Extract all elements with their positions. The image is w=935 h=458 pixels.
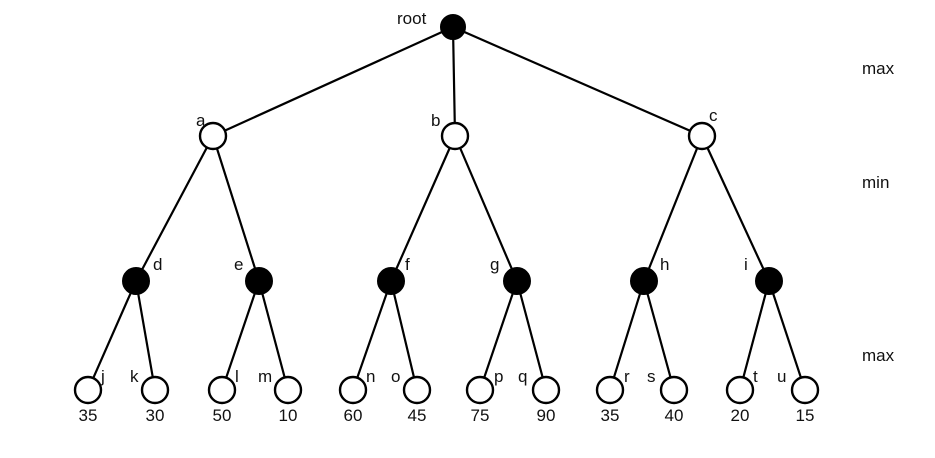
tree-edge-g-p (478, 279, 519, 392)
leaf-value-t: 20 (731, 406, 750, 425)
tree-node-s[interactable] (659, 375, 689, 405)
tree-node-e[interactable] (245, 267, 273, 295)
tree-edge-f-o (389, 279, 419, 392)
leaf-value-n: 60 (344, 406, 363, 425)
tree-edge-c-i (700, 134, 771, 283)
leaf-value-r: 35 (601, 406, 620, 425)
leaf-value-m: 10 (279, 406, 298, 425)
level-label-1-min: min (862, 173, 889, 192)
tree-edge-f-n (351, 279, 393, 392)
leaf-value-p: 75 (471, 406, 490, 425)
tree-edge-c-h (642, 134, 704, 283)
leaf-value-k: 30 (146, 406, 165, 425)
tree-edge-root-a (211, 25, 455, 138)
tree-node-k[interactable] (140, 375, 170, 405)
node-label-q: q (518, 367, 527, 386)
tree-node-b[interactable] (440, 121, 470, 151)
leaf-value-q: 90 (537, 406, 556, 425)
leaf-value-u: 15 (796, 406, 815, 425)
tree-node-l[interactable] (207, 375, 237, 405)
node-label-e: e (234, 255, 243, 274)
tree-edge-d-k (134, 279, 157, 392)
level-label-2-max: max (862, 346, 895, 365)
tree-node-i[interactable] (755, 267, 783, 295)
tree-edge-a-e (211, 134, 261, 283)
node-label-l: l (235, 367, 239, 386)
tree-node-f[interactable] (377, 267, 405, 295)
tree-node-h[interactable] (630, 267, 658, 295)
leaf-value-l: 50 (213, 406, 232, 425)
tree-edge-h-s (642, 279, 676, 392)
tree-edges (86, 25, 807, 392)
tree-node-c[interactable] (687, 121, 717, 151)
tree-node-root[interactable] (440, 14, 466, 40)
node-label-t: t (753, 367, 758, 386)
node-label-u: u (777, 367, 786, 386)
level-label-0-max: max (862, 59, 895, 78)
tree-node-p[interactable] (465, 375, 495, 405)
node-label-root: root (397, 9, 427, 28)
tree-node-r[interactable] (595, 375, 625, 405)
tree-node-u[interactable] (790, 375, 820, 405)
level-labels: max min max (862, 59, 895, 365)
node-label-f: f (405, 255, 410, 274)
tree-node-q[interactable] (531, 375, 561, 405)
node-label-n: n (366, 367, 375, 386)
tree-edge-g-q (515, 279, 548, 392)
tree-edge-b-f (389, 134, 457, 283)
node-label-m: m (258, 367, 272, 386)
tree-edge-h-r (608, 279, 646, 392)
tree-edge-a-d (134, 134, 215, 283)
leaf-values: 35 30 50 10 60 45 75 90 35 40 20 15 (79, 406, 815, 425)
leaf-value-j: 35 (79, 406, 98, 425)
tree-node-o[interactable] (402, 375, 432, 405)
tree-node-m[interactable] (273, 375, 303, 405)
node-label-g: g (490, 255, 499, 274)
tree-edge-i-t (738, 279, 771, 392)
tree-edge-d-j (86, 279, 138, 392)
tree-edge-root-b (451, 25, 457, 138)
tree-node-a[interactable] (198, 121, 228, 151)
node-label-s: s (647, 367, 656, 386)
node-label-k: k (130, 367, 139, 386)
node-label-r: r (624, 367, 630, 386)
tree-edge-root-c (451, 25, 704, 138)
node-label-h: h (660, 255, 669, 274)
tree-node-j[interactable] (73, 375, 103, 405)
tree-edge-b-g (453, 134, 519, 283)
tree-node-d[interactable] (122, 267, 150, 295)
leaf-value-o: 45 (408, 406, 427, 425)
tree-edge-i-u (767, 279, 807, 392)
tree-node-g[interactable] (503, 267, 531, 295)
node-label-i: i (744, 255, 748, 274)
tree-node-t[interactable] (725, 375, 755, 405)
tree-edge-e-m (257, 279, 290, 392)
node-label-p: p (494, 367, 503, 386)
tree-node-n[interactable] (338, 375, 368, 405)
node-label-o: o (391, 367, 400, 386)
node-label-a: a (196, 111, 206, 130)
node-label-d: d (153, 255, 162, 274)
node-label-j: j (100, 367, 105, 386)
node-label-c: c (709, 106, 718, 125)
node-label-b: b (431, 111, 440, 130)
leaf-value-s: 40 (665, 406, 684, 425)
tree-edge-e-l (220, 279, 261, 392)
tree-nodes (73, 14, 820, 405)
